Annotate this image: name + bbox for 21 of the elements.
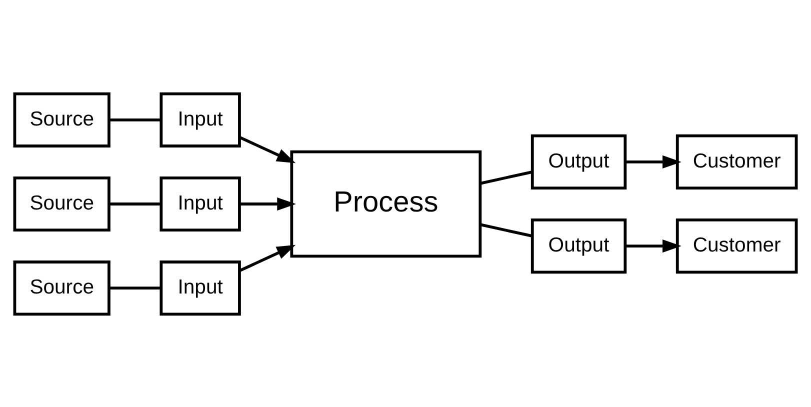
connector xyxy=(480,222,533,238)
arrow xyxy=(240,196,296,210)
arrow xyxy=(239,244,296,272)
node-box: Customer xyxy=(676,218,798,274)
node-box: Customer xyxy=(676,134,798,189)
connector xyxy=(109,118,162,121)
node-box: Input xyxy=(160,176,241,232)
connector xyxy=(109,202,162,205)
node-box: Process xyxy=(290,150,482,258)
node-box: Input xyxy=(160,260,241,316)
node-box: Output xyxy=(530,134,627,189)
node-box: Source xyxy=(13,176,110,232)
node-box: Input xyxy=(160,92,241,147)
node-box: Source xyxy=(13,260,110,316)
connector xyxy=(480,170,533,184)
node-box: Source xyxy=(13,92,110,147)
arrow xyxy=(239,136,296,163)
arrow xyxy=(626,154,682,168)
node-box: Output xyxy=(530,218,627,274)
connector xyxy=(109,286,162,290)
arrow xyxy=(626,238,682,252)
